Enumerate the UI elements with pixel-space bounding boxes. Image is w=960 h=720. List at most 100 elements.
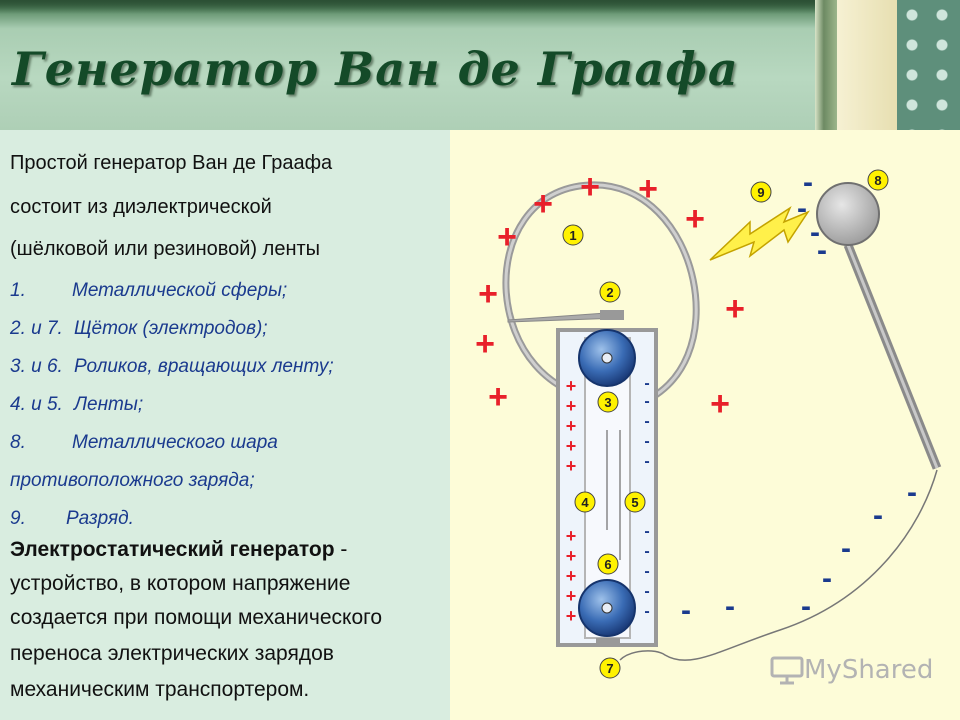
ball-minus-sign: - xyxy=(817,234,827,267)
belt-plus-sign: + xyxy=(566,606,577,626)
belt-minus-sign: - xyxy=(644,413,649,430)
dome-plus-sign: + xyxy=(725,290,745,328)
lower-roller-axle xyxy=(601,602,613,614)
top-brush-bristles xyxy=(600,310,624,320)
corner-decoration xyxy=(815,0,960,130)
belt-minus-sign: - xyxy=(644,523,649,540)
list-item: противоположного заряда; xyxy=(10,470,255,492)
page-title: Генератор Ван де Граафа xyxy=(12,42,739,96)
belt-plus-sign: + xyxy=(566,436,577,456)
definition-term: Электростатический генератор xyxy=(10,538,335,561)
intro-line-1: Простой генератор Ван де Граафа xyxy=(10,152,333,174)
marker-7: 7 xyxy=(599,657,621,679)
list-item: 9.Разряд. xyxy=(10,508,134,530)
dome-plus-sign: + xyxy=(533,185,553,223)
belt-minus-sign: - xyxy=(644,393,649,410)
dome-plus-sign: + xyxy=(497,218,517,256)
charge-signs: ++++++++++++++++++++--------------------… xyxy=(475,166,917,627)
marker-8: 8 xyxy=(867,169,889,191)
dome-plus-sign: + xyxy=(475,325,495,363)
wire-minus-sign: - xyxy=(822,562,832,595)
projector-screen-icon xyxy=(770,656,804,685)
list-item: 4. и 5. Ленты; xyxy=(10,394,143,416)
list-item-text: Металлического шара xyxy=(72,432,278,453)
dome-plus-sign: + xyxy=(685,200,705,238)
header-shade xyxy=(0,0,815,14)
svg-text:5: 5 xyxy=(631,495,638,510)
marker-1: 1 xyxy=(562,224,584,246)
corner-floral-pattern xyxy=(897,0,960,130)
dome-plus-sign: + xyxy=(580,168,600,206)
watermark: MyShared xyxy=(770,655,933,685)
belt-minus-sign: - xyxy=(644,603,649,620)
list-item: 2. и 7. Щёток (электродов); xyxy=(10,318,268,340)
svg-text:7: 7 xyxy=(606,661,613,676)
belt-plus-sign: + xyxy=(566,526,577,546)
list-item-text: Металлической сферы; xyxy=(72,280,288,301)
header-band: Генератор Ван де Граафа xyxy=(0,0,960,130)
marker-2: 2 xyxy=(599,281,621,303)
list-item-number: 4. и 5. xyxy=(10,394,63,415)
ball-minus-sign: - xyxy=(797,192,807,225)
marker-5: 5 xyxy=(624,491,646,513)
svg-text:9: 9 xyxy=(757,185,764,200)
marker-6: 6 xyxy=(597,553,619,575)
wire-minus-sign: - xyxy=(681,594,691,627)
discharge-spark xyxy=(709,206,810,261)
dome-plus-sign: + xyxy=(638,170,658,208)
marker-9: 9 xyxy=(750,181,772,203)
intro-line-3: (шёлковой или резиновой) ленты xyxy=(10,238,321,260)
list-item-number: 2. и 7. xyxy=(10,318,63,339)
dome-plus-sign: + xyxy=(478,275,498,313)
list-item-number: 3. и 6. xyxy=(10,356,63,377)
wire-minus-sign: - xyxy=(801,590,811,623)
belt-plus-sign: + xyxy=(566,566,577,586)
list-item-text: Роликов, вращающих ленту; xyxy=(74,356,334,377)
list-item-number: 8. xyxy=(10,432,26,453)
ground-wire xyxy=(619,469,938,661)
dome-plus-sign: + xyxy=(488,378,508,416)
belt-minus-sign: - xyxy=(644,563,649,580)
svg-text:4: 4 xyxy=(581,495,589,510)
ball-minus-sign: - xyxy=(810,216,820,249)
marker-3: 3 xyxy=(597,391,619,413)
definition-dash: - xyxy=(334,538,348,561)
belt-minus-sign: - xyxy=(644,375,649,392)
ball-minus-sign: - xyxy=(803,166,813,199)
bottom-brush-bristles xyxy=(596,638,620,646)
upper-roller-axle xyxy=(601,352,613,364)
list-item-text: Разряд. xyxy=(66,508,134,529)
corner-band xyxy=(815,0,837,130)
list-item-text: Щёток (электродов); xyxy=(74,318,268,339)
definition-line-5: механическим транспортером. xyxy=(10,678,310,701)
watermark-text: MyShared xyxy=(804,655,934,685)
definition-line-3: создается при помощи механического xyxy=(10,606,383,629)
definition-line-4: переноса электрических зарядов xyxy=(10,642,334,665)
list-item-text: противоположного заряда; xyxy=(10,470,255,491)
van-de-graaff-diagram: 1 2 3 4 5 6 7 8 9 ++++++++++++++++++++--… xyxy=(475,166,942,679)
definition-line-1: Электростатический генератор - xyxy=(10,538,347,562)
metal-sphere-dome-inner xyxy=(504,183,698,407)
svg-text:2: 2 xyxy=(606,285,613,300)
belt-plus-sign: + xyxy=(566,546,577,566)
list-item-number: 1. xyxy=(10,280,26,301)
belt-minus-sign: - xyxy=(644,433,649,450)
corner-cream-panel xyxy=(837,0,897,130)
belt-minus-sign: - xyxy=(644,453,649,470)
wire-minus-sign: - xyxy=(907,476,917,509)
wire-minus-sign: - xyxy=(725,590,735,623)
svg-text:8: 8 xyxy=(874,173,881,188)
metal-ball xyxy=(816,182,880,246)
belt-plus-sign: + xyxy=(566,456,577,476)
belt-minus-sign: - xyxy=(644,543,649,560)
dome-plus-sign: + xyxy=(710,385,730,423)
marker-4: 4 xyxy=(574,491,596,513)
svg-text:6: 6 xyxy=(604,557,611,572)
belt-plus-sign: + xyxy=(566,376,577,396)
list-item-text: Ленты; xyxy=(74,394,144,415)
wire-minus-sign: - xyxy=(873,499,883,532)
list-item: 8. Металлического шара xyxy=(10,432,278,454)
definition-line-2: устройство, в котором напряжение xyxy=(10,572,351,595)
list-item: 3. и 6. Роликов, вращающих ленту; xyxy=(10,356,334,378)
belt-minus-sign: - xyxy=(644,583,649,600)
